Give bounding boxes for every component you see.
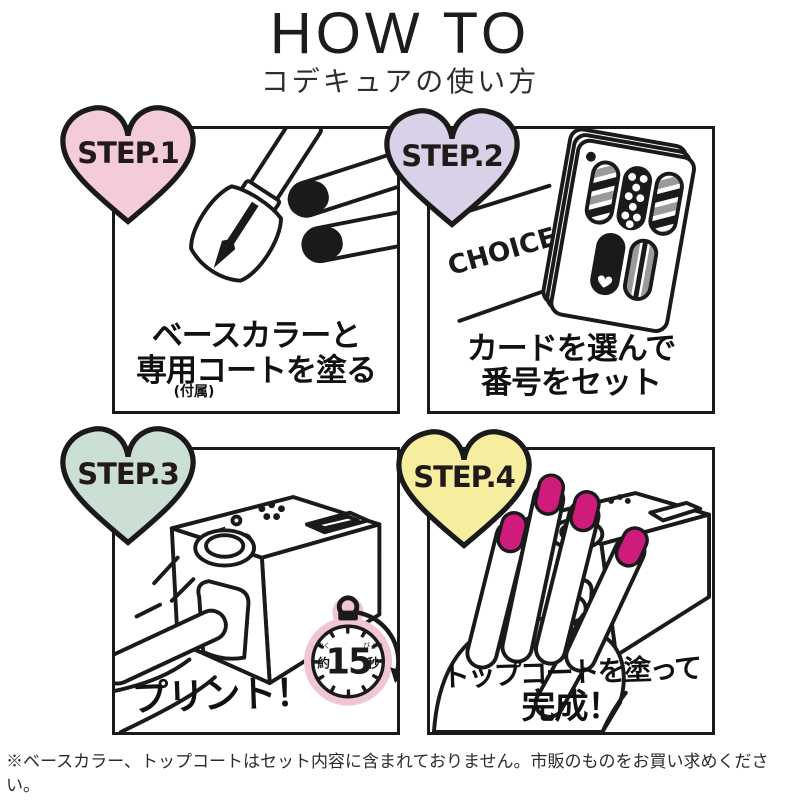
timer-prefix: 約 xyxy=(317,655,330,670)
heart-icon xyxy=(396,429,532,549)
step1-note: (付属) xyxy=(173,384,215,401)
heart-icon xyxy=(60,426,196,546)
step4-panel: トップコートを塗って 完成！ xyxy=(427,447,715,735)
step1-panel: ベースカラーと 専用コートを塗る (付属) xyxy=(112,126,400,414)
page-title: HOW TO xyxy=(269,1,531,66)
step2-badge-label: STEP.2 xyxy=(401,139,504,173)
step1-badge-label: STEP.1 xyxy=(77,136,180,170)
timer-value: 15 xyxy=(325,641,371,682)
hand-on-printer-illustration xyxy=(431,473,712,732)
footer-note-line1: ※ベースカラー、トップコートはセット内容に含まれておりません。市販のものをお買い… xyxy=(6,752,769,796)
step2-caption-line1: カードを選んで xyxy=(466,330,676,367)
nail-polish-bottle-illustration xyxy=(189,129,397,283)
step3-caption: プリント！ xyxy=(130,670,313,720)
timer-unit-ruby: びょう xyxy=(363,642,384,650)
step3-panel: やく 約 15 びょう 秒 プリント！ xyxy=(112,447,400,735)
step2-heart-badge: STEP.2 xyxy=(378,103,526,235)
step4-caption: トップコートを塗って 完成！ xyxy=(430,651,712,727)
step3-heart-badge: STEP.3 xyxy=(54,421,202,553)
step4-caption-line2: 完成！ xyxy=(521,686,622,727)
step4-heart-badge: STEP.4 xyxy=(390,424,538,556)
design-card-illustration: CHOICE! xyxy=(444,129,696,333)
step1-heart-badge: STEP.1 xyxy=(54,100,202,232)
step1-caption: ベースカラーと 専用コートを塗る (付属) xyxy=(115,319,397,401)
step1-caption-line1: ベースカラーと xyxy=(151,317,361,354)
step1-caption-line2: 専用コートを塗る xyxy=(136,352,377,389)
heart-icon xyxy=(60,105,196,225)
footer-notes: ※ベースカラー、トップコートはセット内容に含まれておりません。市販のものをお買い… xyxy=(6,750,798,800)
step3-badge-label: STEP.3 xyxy=(77,457,180,491)
step4-badge-label: STEP.4 xyxy=(413,460,516,494)
heart-icon xyxy=(384,108,520,228)
stopwatch-icon: やく 約 15 びょう 秒 xyxy=(303,595,397,706)
timer-prefix-ruby: やく xyxy=(317,642,331,650)
step2-caption-line2: 番号をセット xyxy=(481,365,662,402)
printer-illustration: やく 約 15 びょう 秒 xyxy=(115,495,397,732)
step2-caption: カードを選んで 番号をセット xyxy=(430,330,712,402)
timer-unit: 秒 xyxy=(367,655,380,670)
step4-caption-line1: トップコートを塗って xyxy=(441,651,701,694)
page-subtitle: コデキュアの使い方 xyxy=(260,66,540,97)
